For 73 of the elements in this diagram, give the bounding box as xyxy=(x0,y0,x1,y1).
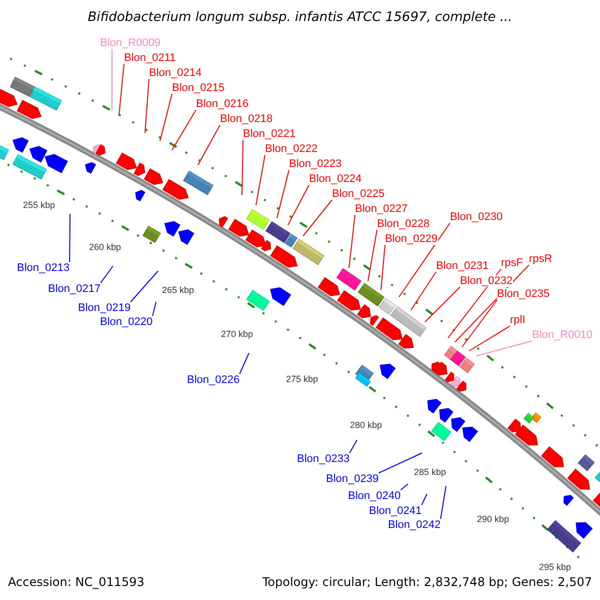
gene-label: Blon_R0009 xyxy=(100,37,161,49)
position-label: 295 kbp xyxy=(539,562,572,572)
gene-label: Blon_0231 xyxy=(436,260,489,272)
gene-label: Blon_0221 xyxy=(243,128,296,140)
position-label: 285 kbp xyxy=(414,467,446,477)
leader-line xyxy=(100,266,114,284)
genome-info-text: Topology: circular; Length: 2,832,748 bp; Genes: 2,507 xyxy=(262,575,592,589)
gene-label: Blon_0222 xyxy=(265,143,318,155)
position-label: 290 kbp xyxy=(477,514,510,524)
leader-line xyxy=(288,184,310,226)
gene-label: Blon_0214 xyxy=(149,67,202,79)
gene-label: Blon_0224 xyxy=(309,173,362,185)
gene-label: Blon_0215 xyxy=(172,82,225,94)
position-label: 265 kbp xyxy=(162,285,194,295)
leader-line xyxy=(256,154,266,206)
gene-label: Blon_0220 xyxy=(100,316,153,328)
gene-label: Blon_0228 xyxy=(377,218,430,230)
gene-label: Blon_0229 xyxy=(385,233,438,245)
leader-line xyxy=(410,272,436,310)
leader-line xyxy=(400,484,408,490)
leader-line xyxy=(130,270,158,302)
leader-line xyxy=(462,300,498,348)
gene-label: Blon_0227 xyxy=(355,203,408,215)
gene-label: rpsR xyxy=(529,253,552,265)
leader-line xyxy=(424,286,460,322)
gene-label: rplI xyxy=(510,314,526,326)
leader-line xyxy=(276,170,290,218)
gene-label: Blon_0217 xyxy=(48,283,101,295)
gene-label: Blon_0226 xyxy=(187,374,240,386)
gene-label: Blon_0233 xyxy=(297,453,350,465)
leader-line xyxy=(468,326,510,352)
leader-line xyxy=(69,214,70,262)
gene-label: Blon_0241 xyxy=(369,505,422,517)
leader-line xyxy=(380,244,386,290)
leader-line xyxy=(172,110,196,150)
gene-label: Blon_0219 xyxy=(78,302,131,314)
gene-label: Blon_0211 xyxy=(124,52,176,64)
leader-line xyxy=(440,486,446,520)
gene-label: Blon_0242 xyxy=(388,519,441,531)
gene-label: rpsF xyxy=(501,257,523,269)
position-label: 275 kbp xyxy=(286,374,318,384)
leader-line xyxy=(421,494,428,506)
leader-line xyxy=(348,214,356,268)
leader-line xyxy=(239,352,250,374)
gene-label: Blon_0240 xyxy=(348,490,401,502)
gene-label: Blon_0235 xyxy=(497,288,550,300)
leader-line xyxy=(368,230,378,282)
position-label: 270 kbp xyxy=(221,329,254,339)
leader-line xyxy=(144,78,150,134)
gene-label: Blon_0223 xyxy=(289,158,342,170)
gene-label: Blon_0213 xyxy=(17,262,70,274)
gene-label: Blon_0218 xyxy=(220,113,273,125)
position-label: 280 kbp xyxy=(350,420,382,430)
gene-label: Blon_0225 xyxy=(332,188,385,200)
leader-line xyxy=(160,94,172,142)
gene-label: Blon_0230 xyxy=(450,211,503,223)
position-label: 260 kbp xyxy=(89,242,122,252)
leader-line xyxy=(349,440,358,454)
gene-label: Blon_0232 xyxy=(460,275,513,287)
leader-line xyxy=(198,124,220,166)
leader-line xyxy=(152,302,156,316)
gene-label: Blon_0239 xyxy=(326,473,379,485)
leader-line xyxy=(476,340,532,356)
accession-text: Accession: NC_011593 xyxy=(8,575,144,589)
gene-label: Blon_R0010 xyxy=(532,329,593,341)
gene-label: Blon_0216 xyxy=(196,98,249,110)
leader-line xyxy=(242,140,244,196)
leader-line xyxy=(302,200,332,236)
leader-line xyxy=(118,64,124,116)
map-title: Bifidobacterium longum subsp. infantis ATCC 15697, complete ... xyxy=(86,10,514,25)
leader-line xyxy=(398,222,450,298)
leader-line xyxy=(378,452,422,474)
position-label: 255 kbp xyxy=(23,200,56,210)
